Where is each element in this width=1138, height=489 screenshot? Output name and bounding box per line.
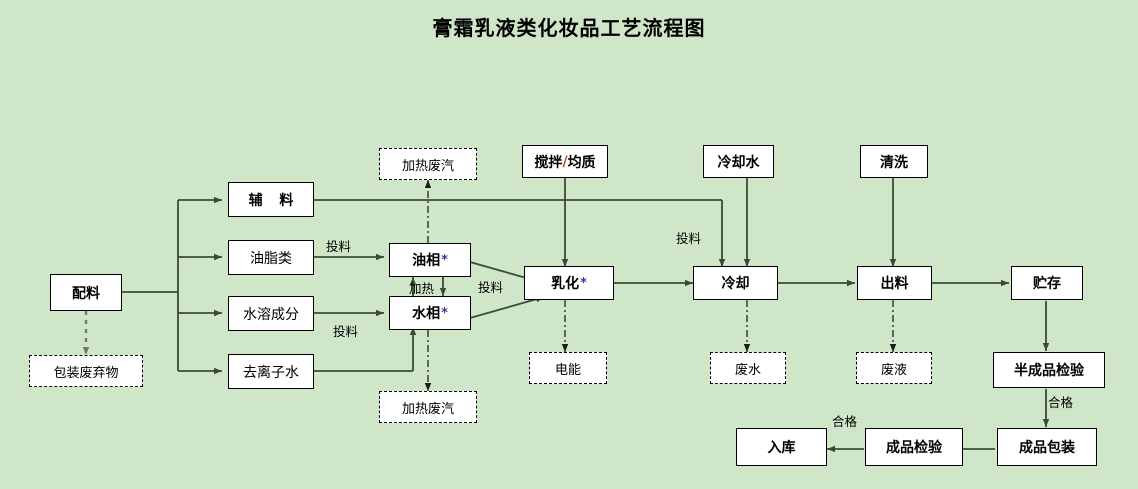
node-youzhilei[interactable]: 油脂类 — [228, 240, 314, 275]
youxiang-star-marker: * — [441, 252, 448, 268]
node-jiaoban-junzhi[interactable]: 搅拌/均质 — [522, 145, 608, 178]
node-jiare-feiqi-top-label: 加热废汽 — [401, 158, 454, 174]
node-fuliao-label: 辅 料 — [248, 192, 300, 209]
node-chengpin-baozhuang[interactable]: 成品包装 — [997, 428, 1097, 466]
node-ruhua-label: 乳化 — [551, 276, 580, 292]
node-feiye[interactable]: 废液 — [856, 352, 932, 384]
edge-label-touliao-4: 投料 — [676, 231, 702, 246]
node-baozhuang-feiqiwu-label: 包装废弃物 — [53, 365, 119, 381]
node-youxiang-label: 油相 — [412, 253, 441, 269]
node-lengquehui[interactable]: 冷却水 — [703, 145, 774, 178]
node-chengpin-baozhuang-label: 成品包装 — [1019, 440, 1075, 456]
node-banchengpin-jianyan-label: 半成品检验 — [1014, 363, 1084, 379]
node-peiliao[interactable]: 配料 — [50, 274, 122, 311]
edge-label-touliao-3: 投料 — [478, 280, 504, 295]
node-jiaoban-label: 搅拌 — [534, 154, 563, 171]
node-shuirong-chengfen-label: 水溶成分 — [243, 306, 299, 323]
node-lengque[interactable]: 冷却 — [693, 266, 778, 300]
node-jiare-feiqi-bottom[interactable]: 加热废汽 — [379, 391, 477, 423]
node-baozhuang-feiqiwu[interactable]: 包装废弃物 — [29, 355, 143, 387]
node-zhucun-label: 贮存 — [1033, 276, 1061, 292]
node-qingxi[interactable]: 清洗 — [860, 145, 928, 178]
node-ruhua[interactable]: 乳化* — [524, 266, 614, 300]
node-qingxi-label: 清洗 — [880, 154, 908, 171]
ruhua-star-marker: * — [580, 275, 587, 291]
node-dianneng[interactable]: 电能 — [529, 352, 607, 384]
node-fuliao[interactable]: 辅 料 — [228, 182, 314, 217]
node-zhucun[interactable]: 贮存 — [1011, 266, 1083, 300]
node-feishui-label: 废水 — [734, 362, 761, 378]
edge-label-touliao-1: 投料 — [326, 239, 352, 254]
edge-label-hege-1: 合格 — [1048, 395, 1074, 410]
node-shuixiang[interactable]: 水相* — [389, 296, 471, 330]
edge-label-jiare: 加热 — [409, 281, 435, 296]
node-feishui[interactable]: 废水 — [710, 352, 786, 384]
node-chengpin-jianyan[interactable]: 成品检验 — [865, 428, 963, 466]
node-ruku-label: 入库 — [767, 440, 796, 456]
node-shuixiang-label: 水相 — [412, 306, 441, 322]
node-youzhilei-label: 油脂类 — [250, 250, 292, 267]
node-jiaoban-slash: / — [562, 153, 568, 170]
node-youxiang[interactable]: 油相* — [389, 243, 471, 277]
node-qulizishui-label: 去离子水 — [243, 364, 299, 381]
node-banchengpin-jianyan[interactable]: 半成品检验 — [993, 352, 1105, 388]
node-ruku[interactable]: 入库 — [736, 428, 827, 466]
node-lengque-label: 冷却 — [721, 276, 750, 292]
node-peiliao-label: 配料 — [72, 285, 100, 302]
shuixiang-star-marker: * — [441, 305, 448, 321]
node-junzhi-label: 均质 — [567, 154, 596, 171]
node-chuliao[interactable]: 出料 — [857, 266, 932, 300]
node-feiye-label: 废液 — [880, 362, 907, 378]
node-qulizishui[interactable]: 去离子水 — [228, 354, 314, 389]
node-jiare-feiqi-bottom-label: 加热废汽 — [401, 401, 454, 417]
edge-label-hege-2: 合格 — [832, 414, 858, 429]
node-lengquehui-label: 冷却水 — [717, 154, 760, 171]
edge-label-touliao-2: 投料 — [333, 324, 359, 339]
node-chuliao-label: 出料 — [880, 276, 909, 292]
node-jiare-feiqi-top[interactable]: 加热废汽 — [379, 148, 477, 180]
node-chengpin-jianyan-label: 成品检验 — [886, 440, 942, 456]
diagram-title: 膏霜乳液类化妆品工艺流程图 — [432, 16, 706, 40]
node-dianneng-label: 电能 — [554, 362, 581, 378]
node-shuirong-chengfen[interactable]: 水溶成分 — [228, 296, 314, 331]
